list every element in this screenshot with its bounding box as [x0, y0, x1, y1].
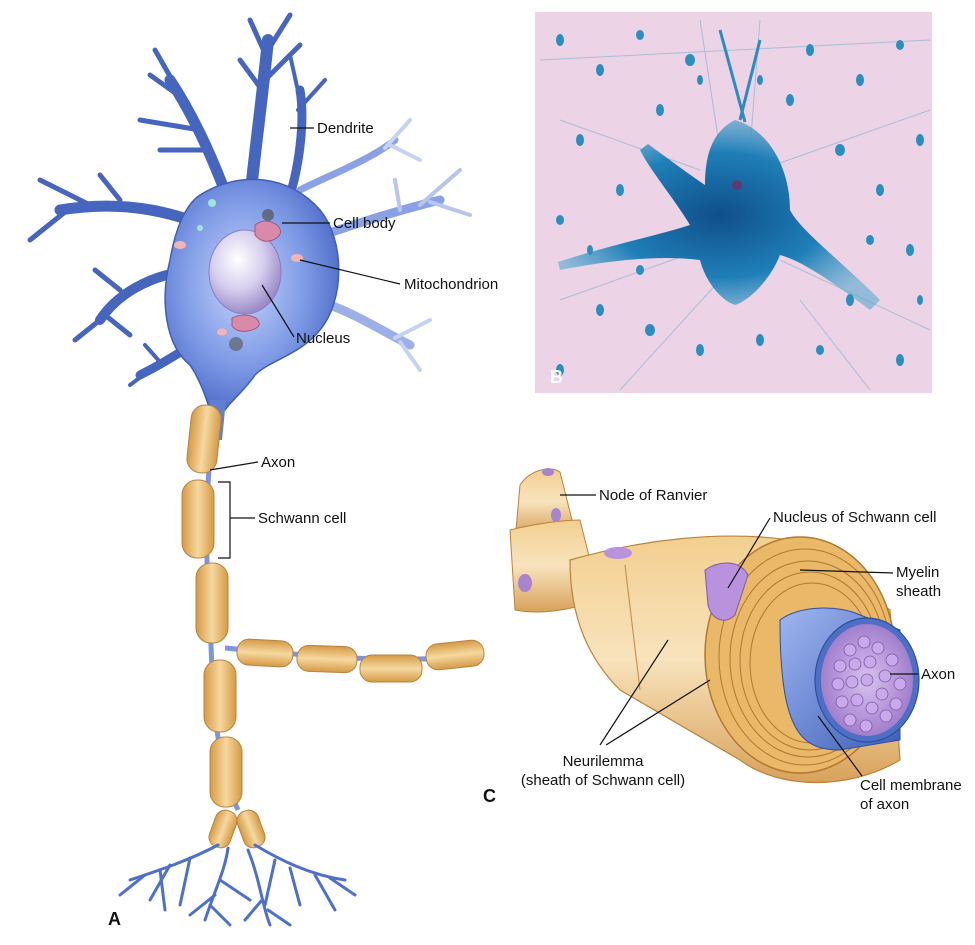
- panel-letter-b: B: [550, 367, 563, 387]
- label-node-of-ranvier: Node of Ranvier: [599, 487, 707, 504]
- panel-letter-c: C: [483, 786, 496, 806]
- neurofibrils: [831, 635, 907, 733]
- label-nucleus: Nucleus: [296, 330, 350, 347]
- nucleus-shape: [208, 229, 282, 315]
- axon-terminals: [118, 843, 357, 927]
- label-axon: Axon: [261, 454, 295, 471]
- stained-neuron: [558, 29, 880, 310]
- label-neurilemma-line2: (sheath of Schwann cell): [521, 772, 685, 789]
- myelinated-axon-illustration: [509, 468, 920, 784]
- label-cell-body: Cell body: [333, 215, 396, 232]
- glial-nuclei: [556, 30, 924, 376]
- label-myelin-line2: sheath: [896, 583, 941, 600]
- schwann-segments: [181, 404, 485, 849]
- panel-letter-a: A: [108, 909, 121, 929]
- label-neurilemma-line1: Neurilemma: [563, 753, 645, 770]
- organelles: [174, 199, 303, 351]
- micrograph: [535, 12, 932, 393]
- label-dendrite: Dendrite: [317, 120, 374, 137]
- label-cell-membrane-line2: of axon: [860, 796, 909, 813]
- label-myelin-line1: Myelin: [896, 564, 939, 581]
- label-schwann-cell: Schwann cell: [258, 510, 346, 527]
- label-cell-membrane-line1: Cell membrane: [860, 777, 962, 794]
- label-mitochondrion: Mitochondrion: [404, 276, 498, 293]
- panel-c-labels: Node of Ranvier Nucleus of Schwann cell …: [521, 487, 962, 813]
- label-axon-c: Axon: [921, 666, 955, 683]
- schwann-nucleus-shape: [704, 562, 749, 621]
- label-nucleus-of-schwann-cell: Nucleus of Schwann cell: [773, 509, 936, 526]
- panel-a-labels: Dendrite Cell body Mitochondrion Nucleus…: [209, 120, 498, 559]
- neuron-illustration: [27, 12, 485, 927]
